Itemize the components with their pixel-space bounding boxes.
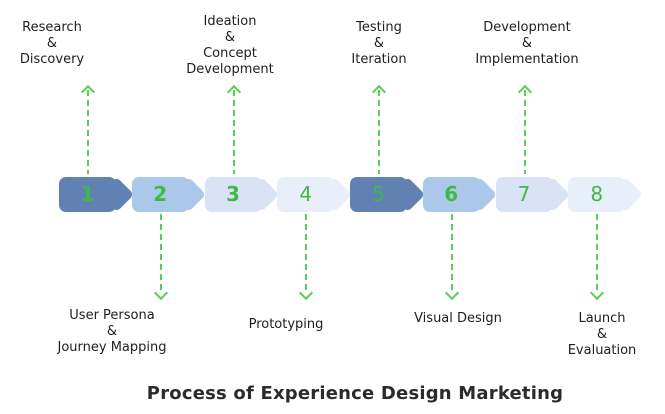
- label-line: Discovery: [19, 52, 85, 67]
- arrowhead-up-icon: [517, 84, 532, 100]
- connector-dashed-line: [450, 214, 453, 292]
- connector-dashed-line: [596, 214, 599, 292]
- label-line: User Persona: [69, 308, 155, 323]
- label-line: Ideation: [203, 14, 257, 29]
- label-line: &: [46, 36, 58, 51]
- label-line: Visual Design: [414, 311, 502, 326]
- step-number: 7: [517, 182, 531, 206]
- connector-dashed-line: [378, 90, 380, 174]
- chevron-body: [59, 177, 116, 212]
- diagram-title: Process of Experience Design Marketing: [146, 383, 564, 404]
- label-line: Development: [186, 62, 274, 77]
- label-line: &: [224, 30, 236, 45]
- chevron-body: [277, 177, 335, 212]
- step-number: 8: [590, 182, 604, 206]
- step-number: 4: [299, 182, 313, 206]
- label-line: Research: [22, 20, 82, 35]
- label-line: Implementation: [475, 52, 579, 67]
- label-line: Launch: [578, 311, 626, 326]
- connector-dashed-line: [232, 90, 235, 174]
- arrowhead-up-icon: [80, 84, 96, 100]
- step-number: 2: [153, 182, 168, 206]
- arrowhead-up-icon: [371, 84, 387, 100]
- chevron-body: [204, 177, 262, 212]
- label-line: Development: [483, 20, 571, 35]
- chevron-body: [350, 177, 407, 212]
- label-line: &: [596, 327, 608, 342]
- step-label-2: User Persona&Journey Mapping: [22, 308, 202, 356]
- step-number: 1: [80, 182, 95, 206]
- label-line: Iteration: [351, 52, 407, 67]
- step-label-6: Visual Design: [368, 311, 548, 327]
- chevron-body: [131, 177, 189, 212]
- step-number: 5: [372, 182, 385, 206]
- step-label-1: Research&Discovery: [0, 20, 142, 68]
- label-line: &: [106, 324, 118, 339]
- chevron-body: [568, 177, 626, 212]
- label-line: &: [373, 36, 385, 51]
- arrowhead-down-icon: [153, 285, 168, 301]
- label-line: Prototyping: [248, 317, 324, 332]
- step-label-8: Launch&Evaluation: [512, 311, 665, 359]
- label-line: Evaluation: [567, 343, 637, 358]
- label-line: Testing: [356, 20, 402, 35]
- label-line: Journey Mapping: [57, 340, 167, 355]
- step-number: 3: [226, 182, 240, 206]
- step-label-4: Prototyping: [196, 317, 376, 333]
- connector-dashed-line: [159, 214, 162, 292]
- arrowhead-down-icon: [444, 285, 459, 301]
- arrowhead-down-icon: [590, 285, 605, 301]
- step-label-5: Testing&Iteration: [289, 20, 469, 68]
- chevron-body: [495, 177, 553, 212]
- label-line: &: [521, 36, 533, 51]
- arrowhead-down-icon: [299, 285, 314, 301]
- arrowhead-up-icon: [226, 84, 241, 100]
- label-line: Concept: [203, 46, 257, 61]
- connector-dashed-line: [523, 90, 526, 174]
- step-number: 6: [444, 182, 459, 206]
- chevron-body: [422, 177, 480, 212]
- connector-dashed-line: [87, 90, 89, 174]
- step-label-7: Development&Implementation: [437, 20, 617, 68]
- connector-dashed-line: [305, 214, 308, 292]
